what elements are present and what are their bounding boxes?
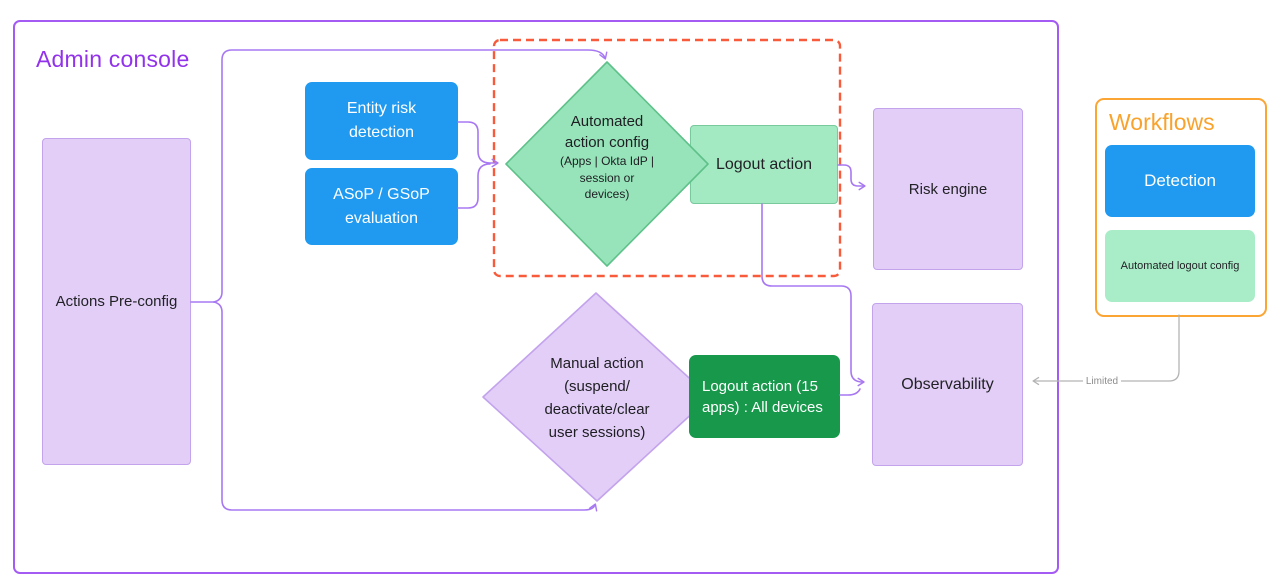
entity-risk-detection-label: Entity risk detection: [346, 100, 417, 141]
automated-sub-line1: (Apps | Okta IdP |: [559, 154, 655, 168]
limited-label: Limited: [1083, 375, 1121, 388]
logout-all-devices-node: Logout action (15 apps) : All devices: [689, 355, 840, 438]
asop-gsop-evaluation-label: ASoP / GSoP evaluation: [333, 185, 430, 227]
automated-title-line1: Automated: [570, 113, 644, 130]
workflows-title: Workflows: [1109, 109, 1215, 135]
asop-gsop-evaluation-node: ASoP / GSoP evaluation: [305, 168, 458, 245]
manual-line1: Manual action: [550, 355, 644, 372]
automated-sub-line3: devices): [584, 187, 630, 201]
manual-action-label: Manual action (suspend/ deactivate/clear…: [522, 352, 672, 444]
actions-preconfig-node: Actions Pre-config: [42, 138, 191, 465]
automated-logout-config-label: Automated logout config: [1120, 260, 1240, 272]
automated-sub-line2: session or: [579, 170, 635, 185]
admin-console-container: [13, 20, 1059, 574]
manual-line4: user sessions): [548, 424, 646, 441]
actions-preconfig-label: Actions Pre-config: [55, 293, 178, 310]
manual-line3: deactivate/clear: [544, 401, 650, 418]
manual-line2: (suspend/: [564, 378, 630, 395]
workflows-detection-label: Detection: [1144, 171, 1216, 190]
admin-console-title: Admin console: [36, 46, 190, 72]
observability-node: Observability: [872, 303, 1023, 466]
entity-risk-detection-node: Entity risk detection: [305, 82, 458, 160]
risk-engine-node: Risk engine: [873, 108, 1023, 270]
risk-engine-label: Risk engine: [908, 180, 988, 198]
workflows-detection-node: Detection: [1105, 145, 1255, 217]
logout-action-label: Logout action: [715, 155, 813, 173]
automated-logout-config-node: Automated logout config: [1105, 230, 1255, 302]
logout-action-node: Logout action: [690, 125, 838, 204]
logout-all-devices-label: Logout action (15 apps) : All devices: [702, 377, 823, 416]
automated-action-label: Automated action config (Apps | Okta IdP…: [532, 111, 682, 203]
observability-label: Observability: [901, 375, 994, 393]
automated-title-line2: action config: [564, 134, 650, 151]
